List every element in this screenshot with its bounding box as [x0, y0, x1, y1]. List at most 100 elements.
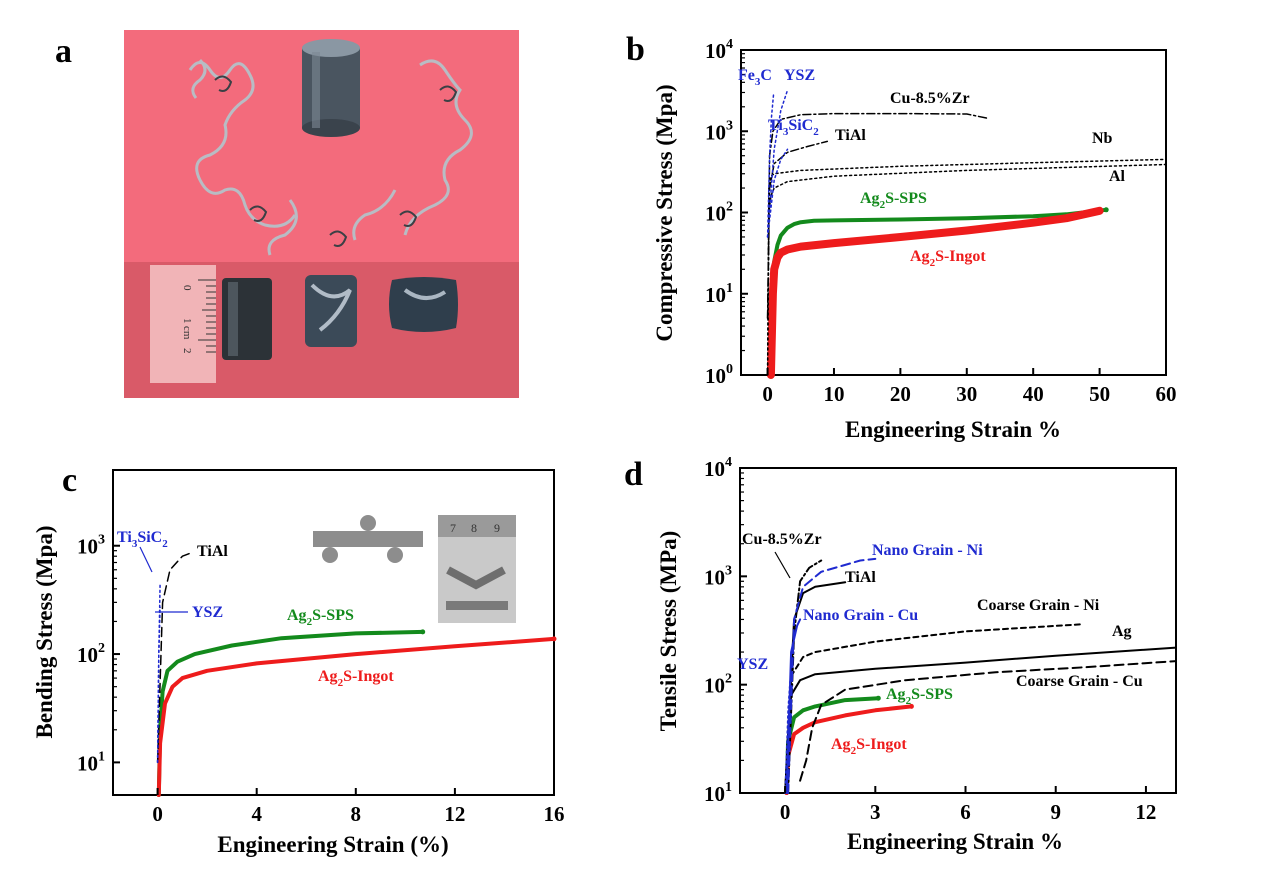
- ruler-mark-1: 1: [181, 318, 193, 324]
- panel-label-a: a: [55, 33, 72, 70]
- label-tial: TiAl: [197, 543, 228, 560]
- x-tick-label: 12: [444, 802, 465, 826]
- label-ag2s-sps: Ag2S-SPS: [287, 607, 354, 628]
- panel-label-c: c: [62, 462, 77, 499]
- series-end-point: [908, 703, 914, 709]
- y-tick-label: 103: [77, 533, 105, 559]
- x-axis-title: Engineering Strain (%): [217, 832, 448, 857]
- label-ysz: YSZ: [737, 656, 768, 673]
- label-ag2s-ingot: Ag2S-Ingot: [318, 668, 394, 689]
- plot-frame: [112, 469, 555, 796]
- y-tick-label: 103: [704, 563, 732, 589]
- x-tick-label: 3: [870, 800, 881, 824]
- series-group: [766, 89, 1167, 379]
- y-tick-label: 102: [704, 672, 732, 698]
- plot-frame: [739, 467, 1177, 794]
- y-tick-label: 101: [705, 281, 733, 307]
- series-line-fe3c: [766, 94, 775, 238]
- series-line-nano-grain-cu: [785, 618, 802, 794]
- x-tick-label: 16: [544, 802, 565, 826]
- series-end-point: [420, 629, 426, 635]
- label-ag2s-ingot: Ag2S-Ingot: [831, 736, 907, 757]
- x-axis-title: Engineering Strain %: [847, 829, 1063, 854]
- x-tick-label: 6: [960, 800, 971, 824]
- y-axis-title: Compressive Stress (Mpa): [652, 84, 677, 341]
- y-tick-label: 104: [705, 37, 733, 63]
- series-line-ysz: [156, 606, 161, 764]
- ruler-8: 8: [471, 521, 477, 535]
- series-end-point: [1103, 207, 1109, 213]
- ruler-9: 9: [494, 521, 500, 535]
- label-ag2s-sps: Ag2S-SPS: [886, 686, 953, 707]
- x-tick-label: 9: [1050, 800, 1061, 824]
- label-ysz: YSZ: [192, 604, 223, 621]
- series-group: [156, 552, 557, 797]
- machining-chips-dark: [214, 75, 458, 247]
- x-tick-label: 30: [956, 382, 977, 406]
- series-line-tial: [156, 552, 191, 764]
- ruler-7: 7: [450, 521, 456, 535]
- ruler-mark-0: 0: [181, 285, 193, 291]
- label-ti3sic2: Ti3SiC2: [768, 117, 819, 138]
- panel-label-d: d: [624, 456, 643, 493]
- series-group: [784, 557, 1177, 795]
- machining-chips: [188, 58, 473, 256]
- series-line-nano-grain-ni: [787, 557, 877, 794]
- series-line-coarse-grain-cu: [799, 660, 1177, 782]
- x-tick-label: 0: [762, 382, 773, 406]
- cu-zr-pointer: [774, 551, 791, 579]
- label-nb: Nb: [1092, 130, 1113, 147]
- series-line-ysz: [784, 664, 792, 794]
- series-line-nb: [766, 158, 1167, 376]
- label-ti3sic2: Ti3SiC2: [117, 529, 168, 550]
- series-line-ysz: [766, 89, 789, 238]
- ruler-mark-cm: cm: [181, 326, 193, 340]
- series-line-al: [766, 163, 1167, 376]
- label-al: Al: [1109, 168, 1126, 185]
- label-ag2s-sps: Ag2S-SPS: [860, 190, 927, 211]
- label-tial: TiAl: [845, 569, 876, 586]
- x-tick-label: 0: [780, 800, 791, 824]
- series-line-ag: [784, 646, 1177, 794]
- label-coarse-ni: Coarse Grain - Ni: [977, 597, 1100, 614]
- label-cu-zr: Cu-8.5%Zr: [890, 90, 970, 107]
- y-tick-label: 102: [77, 641, 105, 667]
- label-fe3c: Fe3C: [738, 67, 772, 88]
- series-end-point: [1097, 208, 1103, 214]
- ruler: 0 1 cm 2: [150, 265, 216, 383]
- series-end-point: [551, 636, 557, 642]
- series-line-coarse-grain-ni: [784, 623, 1081, 794]
- x-tick-label: 12: [1135, 800, 1156, 824]
- x-tick-label: 20: [890, 382, 911, 406]
- label-tial: TiAl: [835, 127, 866, 144]
- sample-compressed-2: [389, 277, 458, 332]
- y-tick-label: 101: [77, 749, 105, 775]
- y-tick-label: 103: [705, 118, 733, 144]
- panel-label-b: b: [626, 31, 645, 68]
- cylinder-sample-top: [302, 39, 360, 137]
- x-tick-label: 40: [1023, 382, 1044, 406]
- y-tick-label: 102: [705, 200, 733, 226]
- y-tick-label: 101: [704, 780, 732, 806]
- x-tick-label: 4: [251, 802, 262, 826]
- series-line-cu-8-5-zr: [766, 112, 988, 319]
- photo-sample: 0 1 cm 2: [124, 30, 519, 398]
- three-point-bend-schematic: [313, 515, 423, 563]
- label-nano-ni: Nano Grain - Ni: [872, 542, 983, 559]
- x-tick-label: 8: [351, 802, 362, 826]
- ti3sic2-pointer: [139, 546, 153, 573]
- y-axis-title: Tensile Stress (MPa): [656, 531, 681, 732]
- series-line-ti3sic2: [766, 148, 789, 238]
- ruler-mark-2: 2: [181, 348, 193, 354]
- series-line-ag2s-ingot: [156, 636, 556, 797]
- y-axis-title: Bending Stress (Mpa): [32, 526, 57, 739]
- y-tick-label: 104: [704, 455, 732, 481]
- series-line-ag2s-ingot: [766, 206, 1104, 379]
- x-tick-label: 60: [1156, 382, 1177, 406]
